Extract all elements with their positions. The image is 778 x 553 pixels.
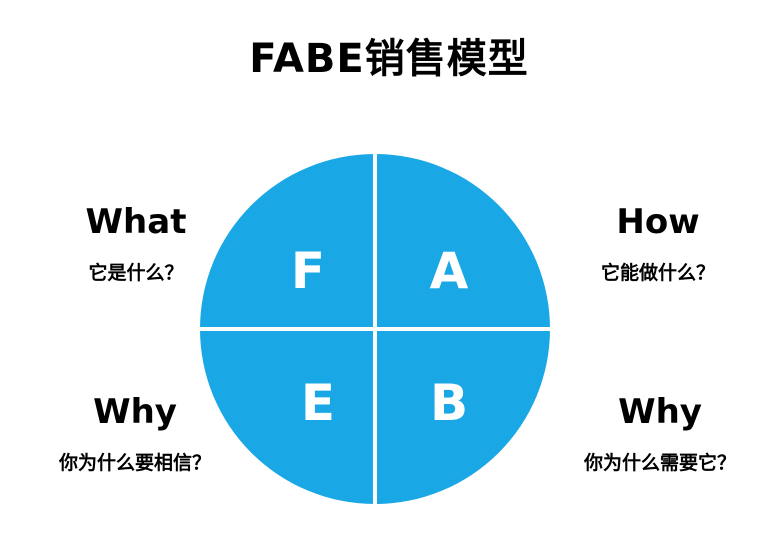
- what-heading: What: [85, 202, 187, 242]
- diagram-title: FABE销售模型: [249, 36, 529, 82]
- why-right-heading: Why: [618, 392, 702, 432]
- why-right-label-group: Why 你为什么需要它？: [545, 392, 775, 475]
- quadrant-letter-b: B: [430, 374, 468, 432]
- why-left-subtext: 你为什么要相信？: [58, 452, 211, 474]
- why-left-heading: Why: [93, 392, 177, 432]
- quadrant-letter-e: E: [301, 374, 335, 432]
- quadrant-letter-f: F: [291, 242, 325, 300]
- how-label-group: How 它能做什么？: [578, 202, 738, 285]
- why-right-subtext: 你为什么需要它？: [583, 452, 736, 474]
- quadrant-letter-a: A: [430, 242, 469, 300]
- why-left-label-group: Why 你为什么要相信？: [20, 392, 250, 475]
- what-subtext: 它是什么？: [88, 262, 184, 284]
- how-heading: How: [616, 202, 700, 242]
- how-subtext: 它能做什么？: [600, 262, 715, 284]
- what-label-group: What 它是什么？: [56, 202, 216, 285]
